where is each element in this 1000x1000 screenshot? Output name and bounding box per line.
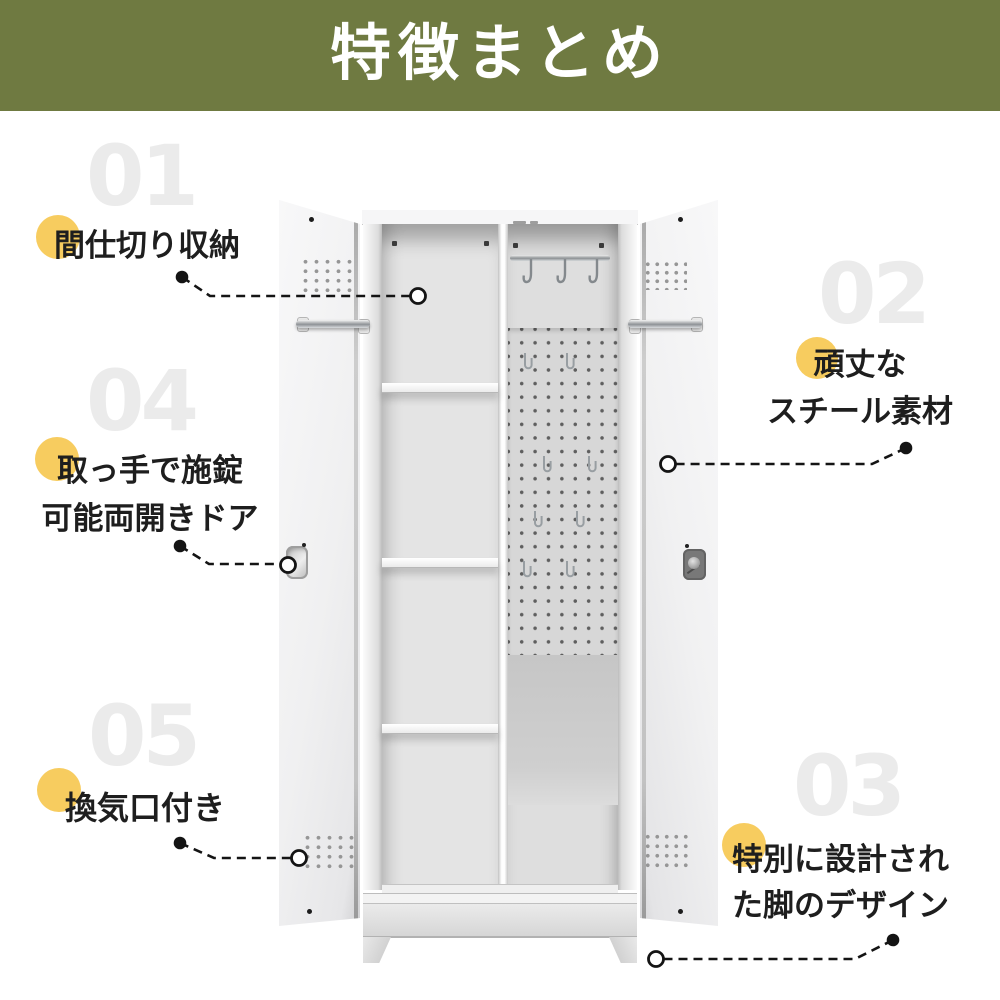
ventilation-holes bbox=[300, 257, 354, 293]
ventilation-holes bbox=[643, 832, 688, 870]
feature-label-02: 頑丈な スチール素材 bbox=[740, 335, 980, 436]
cabinet-floor bbox=[382, 884, 618, 894]
feature-number-05: 05 bbox=[88, 687, 201, 785]
center-divider-panel bbox=[498, 224, 508, 890]
rod-bracket bbox=[513, 243, 518, 248]
hanging-rod bbox=[510, 255, 610, 261]
rod-bracket bbox=[599, 243, 604, 248]
bullet-circle-icon bbox=[722, 823, 766, 867]
ventilation-holes bbox=[643, 260, 687, 290]
bullet-circle-icon bbox=[37, 768, 81, 812]
feature-number-03: 03 bbox=[793, 737, 906, 835]
feature-03-text-line2: た脚のデザイン bbox=[732, 888, 949, 924]
hinge-screw bbox=[678, 909, 683, 914]
feature-05-text: 換気口付き bbox=[65, 789, 226, 827]
shelf bbox=[382, 558, 498, 568]
feature-label-03: 特別に設計され た脚のデザイン bbox=[722, 822, 972, 929]
lower-back-panel bbox=[508, 655, 618, 805]
peg-hook-icon bbox=[534, 511, 543, 528]
left-compartment-interior bbox=[382, 224, 498, 890]
feature-02-text-line2: スチール素材 bbox=[767, 394, 953, 430]
feature-04-text-line2: 可能両開きドア bbox=[41, 501, 259, 537]
ventilation-holes bbox=[302, 833, 354, 869]
left-leg bbox=[363, 937, 391, 963]
right-door-handle bbox=[628, 320, 702, 328]
feature-number-02: 02 bbox=[818, 245, 931, 343]
s-hook-icon bbox=[556, 259, 567, 284]
feature-label-04: 取っ手で施錠 可能両開きドア bbox=[30, 437, 270, 543]
s-hook-icon bbox=[588, 259, 599, 284]
shelf bbox=[382, 724, 498, 734]
peg-hook-icon bbox=[543, 456, 552, 473]
base-front-rail bbox=[363, 893, 637, 904]
left-door-handle bbox=[296, 320, 370, 328]
right-door-lock bbox=[683, 549, 706, 580]
cabinet-left-side-wall bbox=[363, 224, 382, 890]
bullet-circle-icon bbox=[796, 337, 838, 379]
hinge-screw bbox=[309, 217, 314, 222]
feature-01-text: 間仕切り収納 bbox=[54, 228, 240, 264]
peg-hook-icon bbox=[524, 353, 533, 370]
title-banner: 特徴まとめ bbox=[0, 0, 1000, 111]
s-hook-icon bbox=[522, 259, 533, 284]
feature-label-01: 間仕切り収納 bbox=[36, 214, 240, 270]
feature-number-04: 04 bbox=[86, 352, 199, 450]
right-door bbox=[640, 199, 718, 926]
peg-hook-icon bbox=[566, 353, 575, 370]
right-leg bbox=[609, 937, 637, 963]
feature-03-text-line1: 特別に設計され bbox=[732, 842, 949, 878]
top-vent-slot bbox=[513, 221, 526, 224]
peg-hook-icon bbox=[523, 561, 532, 578]
shelf bbox=[382, 383, 498, 393]
feature-04-text-line1: 取っ手で施錠 bbox=[57, 453, 243, 489]
hinge-screw bbox=[678, 217, 683, 222]
shelf-clip bbox=[392, 241, 397, 246]
cabinet-top-panel bbox=[362, 210, 638, 225]
feature-02-text-line1: 頑丈な bbox=[813, 347, 907, 383]
page-title: 特徴まとめ bbox=[329, 18, 670, 89]
shelf-clip bbox=[484, 241, 489, 246]
peg-hook-icon bbox=[588, 456, 597, 473]
lock-screw bbox=[685, 544, 689, 548]
cabinet-right-side-wall bbox=[618, 224, 637, 890]
feature-number-01: 01 bbox=[86, 127, 199, 225]
hinge-screw bbox=[307, 909, 312, 914]
peg-hook-icon bbox=[566, 561, 575, 578]
left-door-lock bbox=[286, 546, 308, 579]
peg-hook-icon bbox=[576, 511, 585, 528]
feature-label-05: 換気口付き bbox=[37, 768, 225, 832]
bullet-circle-icon bbox=[35, 437, 79, 481]
bullet-circle-icon bbox=[36, 215, 80, 259]
base-plinth bbox=[363, 903, 637, 938]
lock-screw bbox=[302, 543, 306, 547]
pegboard-panel bbox=[508, 328, 618, 655]
top-vent-slot bbox=[530, 221, 538, 224]
